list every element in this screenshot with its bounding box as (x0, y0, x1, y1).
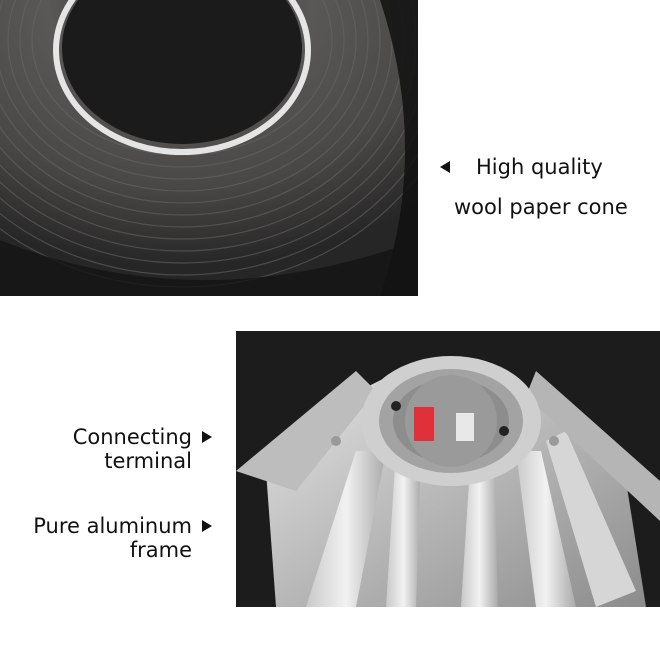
frame-caption-line1: Pure aluminum (33, 514, 192, 538)
arrow-left-icon (440, 161, 450, 173)
red-terminal (414, 407, 434, 441)
white-terminal (456, 413, 474, 441)
terminal-caption-line1: Connecting (72, 425, 192, 449)
frame-photo (236, 331, 660, 607)
frame-illustration (236, 331, 660, 607)
arrow-right-icon (202, 431, 212, 443)
cone-caption-line1: High quality (476, 155, 603, 179)
cone-illustration (0, 0, 418, 296)
cone-photo (0, 0, 418, 296)
terminal-caption-line2: terminal (104, 449, 192, 473)
cone-caption: High quality wool paper cone (440, 154, 655, 219)
frame-caption-line2: frame (129, 538, 192, 562)
arrow-right-icon (202, 520, 212, 532)
terminal-caption: Connecting terminal (73, 425, 212, 473)
cone-caption-line2: wool paper cone (454, 195, 628, 219)
frame-caption: Pure aluminum frame (33, 514, 212, 562)
